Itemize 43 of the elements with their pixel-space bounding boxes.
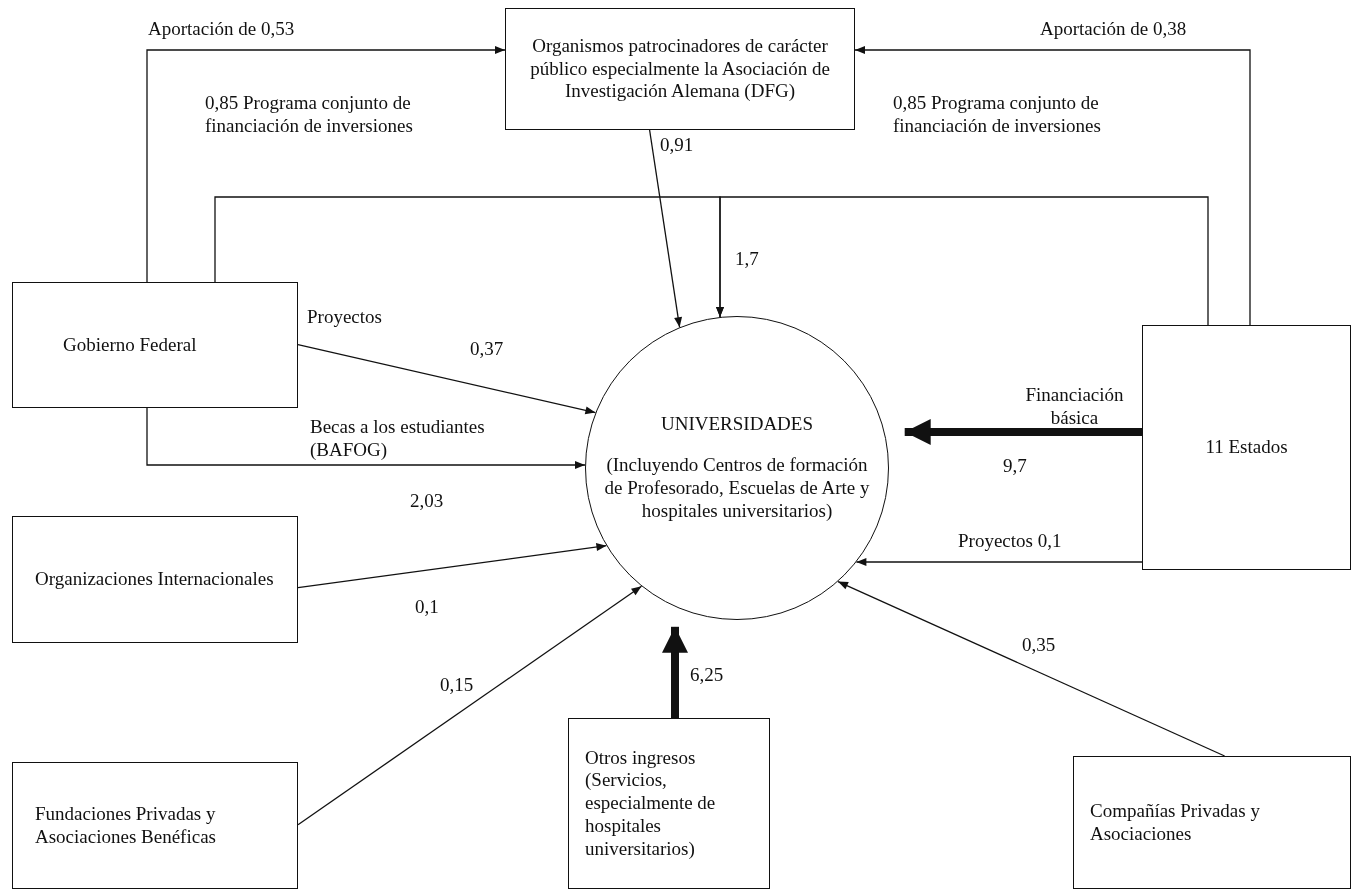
process-box — [1142, 325, 1351, 570]
value-label: 9,7 — [1003, 455, 1027, 478]
edge-label: 0,15 — [440, 674, 475, 697]
node-title: Organizaciones Internacionales — [35, 568, 274, 591]
process-box — [12, 762, 298, 889]
edge-label: 0,1 — [415, 596, 440, 619]
node-title: UNIVERSIDADES — [661, 413, 813, 437]
arrow — [297, 585, 643, 826]
arrow — [837, 580, 1226, 757]
edge-label: 0,91 — [660, 134, 695, 157]
node-title: Organismos patrocinadores de carácter público especialmente la Asociación de Investigación Alemana (DFG) — [529, 34, 831, 104]
arrow — [854, 46, 1251, 326]
process-box — [505, 8, 855, 130]
process-box — [12, 516, 298, 643]
edge-label: Becas a los estudiantes (BAFOG) — [310, 416, 486, 462]
arrow — [297, 543, 608, 589]
edge-label: Aportación de 0,53 — [148, 18, 296, 41]
node-text: (Incluyendo Centros de formación de Profesorado, Escuelas de Arte y hospitales universitarios) — [603, 454, 871, 523]
process-box — [12, 282, 298, 408]
node-title: Fundaciones Privadas y Asociaciones Benéficas — [35, 802, 217, 849]
arrow — [146, 407, 586, 469]
node-title: 11 Estados — [1205, 436, 1288, 459]
node-title: Otros ingresos (Servicios, especialmente de hospitales universitarios) — [585, 746, 717, 861]
node-title: Gobierno Federal — [63, 333, 197, 357]
edge-label: 0,35 — [1022, 634, 1057, 657]
edge-label: Aportación de 0,38 — [1040, 18, 1188, 41]
process-box — [1073, 756, 1351, 889]
arrow — [146, 46, 506, 283]
edge-label: Proyectos 0,1 — [958, 530, 1063, 553]
value-label: 1,7 — [735, 248, 759, 271]
edge-label: Proyectos — [307, 306, 383, 329]
edge-label: Financiación básica — [1024, 384, 1125, 430]
edge-label: 6,25 — [690, 664, 725, 687]
arrow — [716, 196, 1209, 326]
arrow — [855, 558, 1143, 566]
arrow — [297, 344, 597, 415]
edge-label: 0,85 Programa conjunto de financiación de inversiones — [205, 92, 414, 138]
node-title: Compañías Privadas y Asociaciones — [1090, 799, 1261, 846]
process-box — [568, 718, 770, 889]
arrow — [648, 129, 683, 328]
value-label: 0,37 — [470, 338, 504, 361]
edge-label: 0,85 Programa conjunto de financiación de inversiones — [893, 92, 1102, 138]
value-label: 2,03 — [410, 490, 444, 513]
